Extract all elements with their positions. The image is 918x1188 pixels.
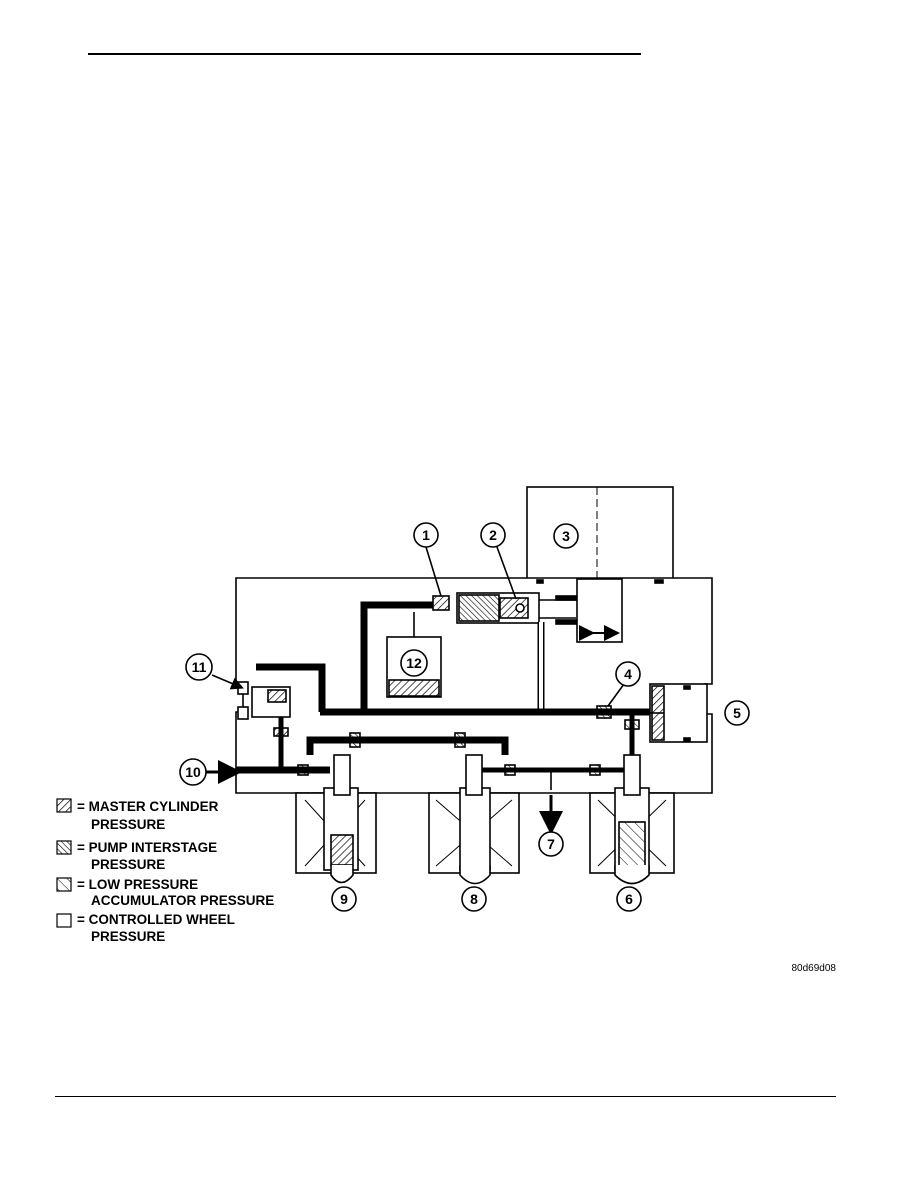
legend-label-2-line-1: = PUMP INTERSTAGE — [77, 840, 217, 855]
callout-5: 5 — [733, 705, 741, 721]
legend-label-4-line-1: = CONTROLLED WHEEL — [77, 912, 235, 927]
callout-12: 12 — [406, 655, 422, 671]
legend-label-1-line-2: PRESSURE — [91, 817, 165, 832]
pump-motor-housing — [526, 486, 674, 580]
callout-7: 7 — [547, 836, 555, 852]
pump-check-valve — [499, 597, 529, 619]
legend-label-4-line-2: PRESSURE — [91, 929, 165, 944]
legend-swatch-low-pressure — [56, 877, 72, 892]
callout-2: 2 — [489, 527, 497, 543]
header-rule — [88, 53, 641, 55]
check-valve — [596, 705, 612, 719]
pump-piston — [458, 594, 500, 622]
legend-swatch-master-cylinder — [56, 798, 72, 813]
legend-label-1-line-1: = MASTER CYLINDER — [77, 799, 219, 814]
callout-3: 3 — [562, 528, 570, 544]
figure-code: 80d69d08 — [792, 963, 837, 974]
legend: = MASTER CYLINDER PRESSURE = PUMP INTERS… — [56, 798, 274, 944]
legend-swatch-pump-interstage — [56, 840, 72, 855]
footer-rule — [55, 1096, 836, 1097]
callout-9: 9 — [340, 891, 348, 907]
callout-1: 1 — [422, 527, 430, 543]
callout-8: 8 — [470, 891, 478, 907]
callout-4: 4 — [624, 666, 632, 682]
pump-inlet-valve — [432, 595, 450, 611]
legend-label-3-line-1: = LOW PRESSURE — [77, 877, 198, 892]
callout-10: 10 — [185, 764, 201, 780]
callout-11: 11 — [192, 659, 207, 675]
callout-6: 6 — [625, 891, 633, 907]
legend-swatch-controlled-wheel — [56, 913, 72, 928]
legend-label-2-line-2: PRESSURE — [91, 857, 165, 872]
legend-label-3-line-2: ACCUMULATOR PRESSURE — [91, 893, 274, 908]
